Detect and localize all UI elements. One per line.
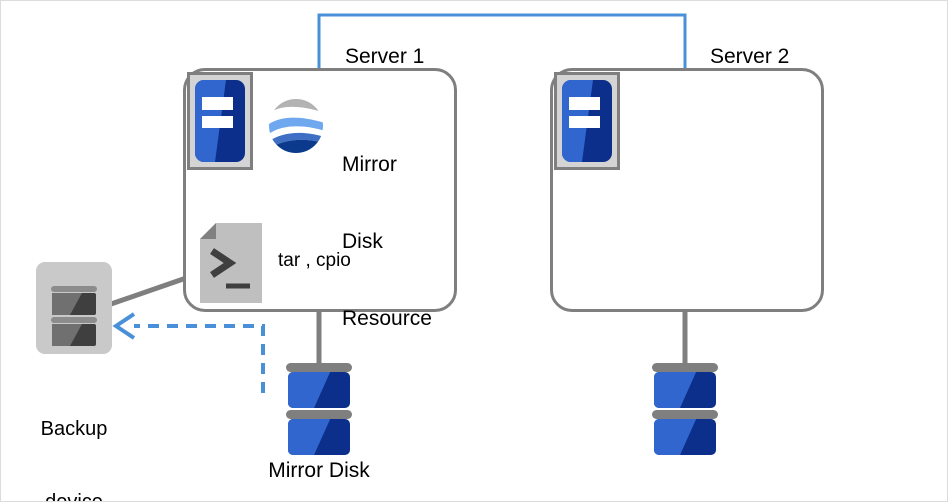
mirror-disk-label: Mirror Disk — [268, 459, 370, 482]
resource-label-line-3: Resource — [342, 306, 432, 330]
resource-label-line-2: Disk — [342, 230, 383, 254]
server-2-label: Server 2 — [710, 45, 790, 68]
disk-block-top — [654, 372, 716, 408]
disk-bar-top — [286, 363, 352, 372]
disk-block-top — [288, 372, 350, 408]
disk-bar-top — [652, 363, 718, 372]
server-1-icon — [187, 72, 253, 170]
backup-attach-line — [110, 274, 190, 307]
backup-dataflow-arrow — [134, 324, 265, 393]
disk-block-bottom — [654, 419, 716, 455]
disk-bar-middle — [286, 410, 352, 419]
backup-dataflow-arrowhead — [112, 312, 136, 340]
tool-label: tar , cpio — [278, 250, 351, 271]
mirror-disk-resource-label: Mirror Disk Resource — [342, 101, 432, 383]
server-1-label: Server 1 — [345, 45, 425, 68]
backup-label-line-1: Backup — [40, 417, 108, 440]
interconnect-line — [317, 13, 687, 71]
disk-bar-middle — [652, 410, 718, 419]
mirror-disk-icon-server-1[interactable] — [286, 363, 352, 461]
backup-device-label: Backup device — [9, 368, 139, 502]
resource-label-line-1: Mirror — [342, 153, 397, 177]
server-icon-bar-top — [202, 97, 233, 110]
backup-label-line-2: device — [45, 490, 103, 502]
server-icon-body — [562, 80, 612, 162]
server-icon-bar-top — [569, 97, 600, 110]
server-icon-bar-bottom — [202, 116, 233, 129]
globe-icon — [269, 99, 323, 153]
server-icon-body — [195, 80, 245, 162]
disk-block-bottom — [288, 419, 350, 455]
server-icon-bar-bottom — [569, 116, 600, 129]
backup-device-glyph — [51, 286, 97, 346]
server-2-icon — [554, 72, 620, 170]
script-icon — [200, 223, 262, 303]
backup-device-icon[interactable] — [36, 262, 112, 354]
mirror-disk-icon-server-2[interactable] — [652, 363, 718, 461]
